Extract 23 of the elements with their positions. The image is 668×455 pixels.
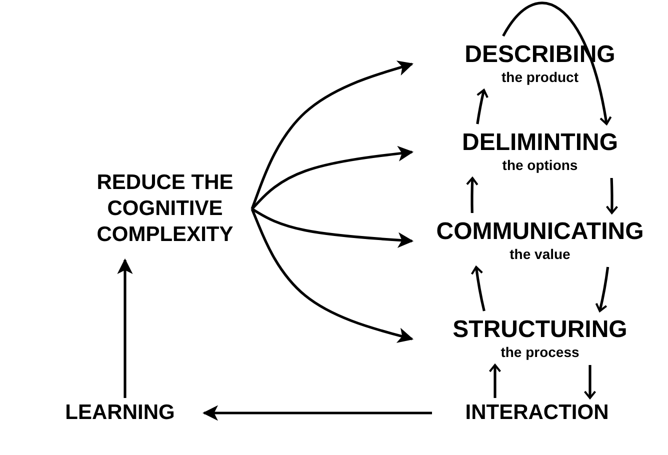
label-text: INTERACTION (432, 398, 642, 428)
arrow (470, 266, 486, 312)
arrow (606, 178, 618, 214)
arrow (251, 208, 414, 248)
arrow (250, 60, 414, 210)
arrow (250, 208, 414, 343)
arrow (584, 365, 596, 400)
arrow (251, 146, 414, 210)
arrow (466, 176, 478, 214)
subheading-text: the product (502, 68, 578, 86)
arrow (117, 258, 133, 398)
label-text: REDUCE THE COGNITIVE COMPLEXITY (70, 168, 260, 250)
arrow (488, 364, 502, 398)
subheading-text: the options (502, 156, 578, 174)
arrow (595, 266, 610, 312)
subheading-text: the process (500, 344, 580, 360)
label-text: LEARNING (40, 398, 200, 428)
heading-text: DELIMINTING (462, 128, 618, 156)
heading-text: STRUCTURING (452, 316, 628, 344)
arrow (476, 88, 489, 124)
heading-text: COMMUNICATING (436, 218, 644, 246)
subheading-text: the value (510, 246, 570, 262)
arrow (202, 405, 432, 421)
